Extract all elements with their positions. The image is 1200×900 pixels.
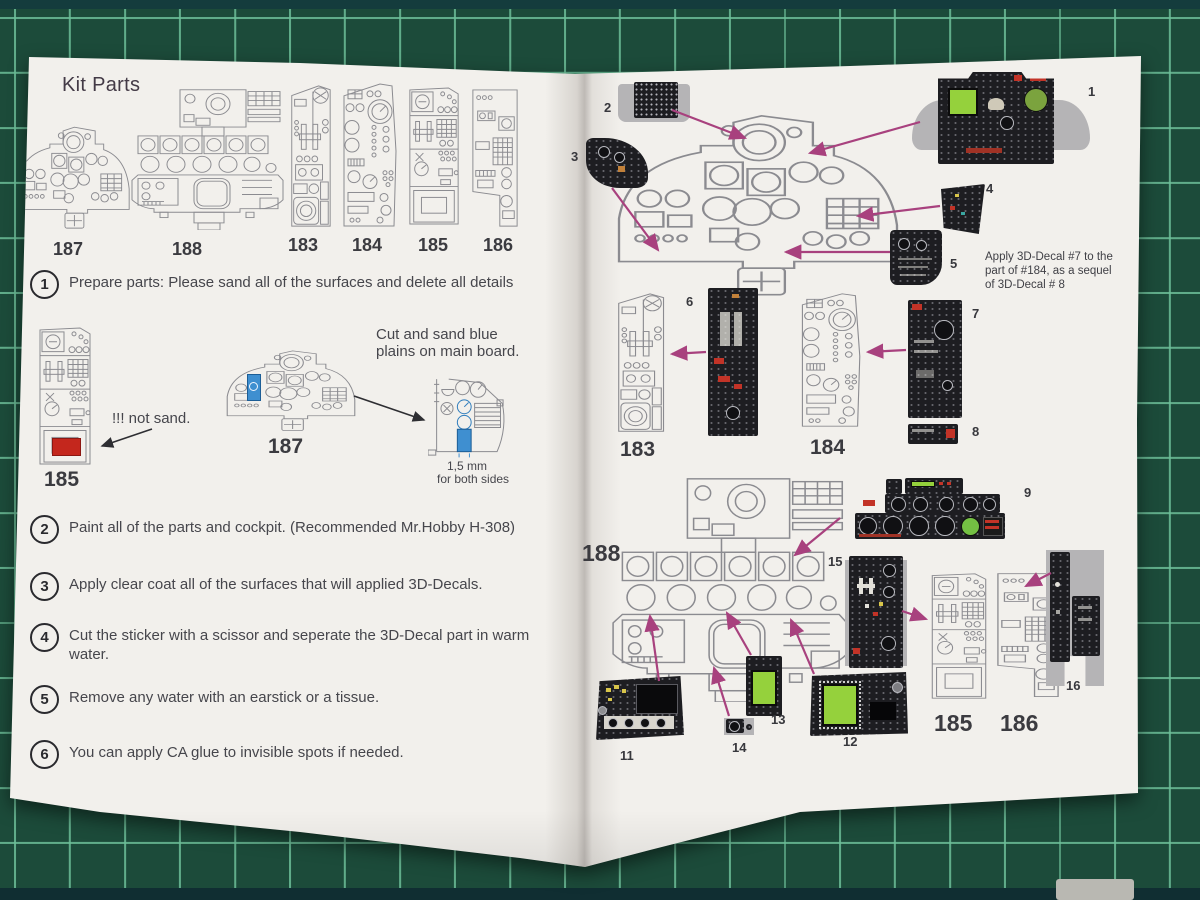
part-label-185-mid: 185 — [44, 468, 80, 491]
part-188-drawing — [130, 88, 285, 230]
instruction-step-6: 6 You can apply CA glue to invisible spo… — [30, 740, 540, 769]
step-number-badge: 5 — [30, 685, 59, 714]
decal-14-photo — [726, 719, 744, 733]
decal-label-4: 4 — [986, 181, 994, 196]
decal-15-photo — [849, 556, 903, 668]
decal-label-12: 12 — [843, 734, 858, 749]
instruction-step-4: 4 Cut the sticker with a scissor and sep… — [30, 623, 540, 664]
step-number-badge: 3 — [30, 572, 59, 601]
step-text: Remove any water with an earstick or a t… — [69, 689, 380, 706]
decal-2-photo — [634, 82, 678, 118]
decal-label-3: 3 — [571, 149, 579, 164]
part-183-right-drawing — [612, 292, 668, 435]
decal-7-note: Apply 3D-Decal #7 to the part of #184, a… — [985, 251, 1113, 291]
decal-label-16: 16 — [1066, 678, 1081, 693]
decal-14-knob — [746, 724, 752, 730]
part-185-drawing — [406, 86, 462, 226]
step-text: Apply clear coat all of the surfaces tha… — [69, 576, 483, 593]
decal-label-13: 13 — [771, 712, 786, 727]
blue-part-dial — [249, 382, 258, 391]
decal-label-5: 5 — [950, 256, 958, 271]
decal-5-photo — [890, 230, 942, 285]
decal-label-14: 14 — [732, 740, 747, 755]
page-title: Kit Parts — [62, 74, 141, 96]
cut-blue-annotation: Cut and sand blue plains on main board. — [376, 326, 520, 360]
decal-8-photo — [908, 424, 958, 444]
part-label-187-mid: 187 — [268, 435, 304, 458]
instruction-step-5: 5 Remove any water with an earstick or a… — [30, 685, 540, 714]
step-text: Paint all of the parts and cockpit. (Rec… — [69, 519, 516, 536]
part-186-drawing — [470, 88, 520, 230]
part-label-187: 187 — [53, 239, 84, 259]
decal-label-11: 11 — [620, 748, 634, 763]
part-187-drawing — [14, 116, 132, 230]
instruction-step-1: 1 Prepare parts: Please sand all of the … — [30, 270, 540, 299]
decal-label-6: 6 — [686, 294, 694, 309]
part-label-188-right: 188 — [582, 540, 621, 566]
decal-label-8: 8 — [972, 424, 980, 439]
part-label-185-right: 185 — [934, 710, 973, 736]
part-label-188: 188 — [172, 239, 203, 259]
mm-caption: for both sides — [437, 472, 510, 486]
decal-label-9: 9 — [1024, 485, 1032, 500]
main-panel-drawing — [612, 96, 904, 298]
decal-7-photo — [908, 300, 962, 418]
step-number-badge: 6 — [30, 740, 59, 769]
part-label-183-right: 183 — [620, 438, 656, 461]
decal-4-photo — [941, 184, 985, 234]
decal-16-photo-right — [1072, 596, 1100, 656]
decal-12-photo — [810, 672, 908, 736]
step-text: You can apply CA glue to invisible spots… — [69, 744, 404, 761]
desk-patch — [1056, 879, 1134, 900]
decal-13-photo — [746, 656, 782, 716]
part-184-drawing — [340, 82, 398, 228]
decal-label-1: 1 — [1088, 84, 1096, 99]
step-number-badge: 4 — [30, 623, 59, 652]
part-label-184: 184 — [352, 235, 383, 255]
decal-9-top — [905, 478, 963, 494]
decal-label-2: 2 — [604, 100, 612, 115]
part-label-184-right: 184 — [810, 436, 846, 459]
decal-6-photo — [708, 288, 758, 436]
part-label-186: 186 — [483, 235, 514, 255]
step-text: Cut the sticker with a scissor and seper… — [69, 627, 530, 663]
mat-top-edge — [0, 0, 1200, 9]
step-text: Prepare parts: Please sand all of the su… — [69, 274, 514, 291]
part-label-183: 183 — [288, 235, 319, 255]
part-label-186-right: 186 — [1000, 710, 1039, 736]
part-183-drawing — [286, 84, 334, 230]
detail-zoom-drawing — [428, 372, 510, 458]
decal-9-bottom — [855, 513, 1005, 539]
part-187-mid-drawing — [224, 342, 358, 432]
part-188-right-drawing — [610, 476, 850, 702]
decal-9-mid — [863, 494, 1000, 513]
step-number-badge: 1 — [30, 270, 59, 299]
decal-label-15: 15 — [828, 554, 843, 569]
mat-bottom-edge — [0, 888, 1200, 900]
part-185-right-drawing — [928, 572, 990, 700]
part-label-185: 185 — [418, 235, 449, 255]
decal-9-knobs — [886, 479, 902, 494]
decal-1-photo — [938, 72, 1054, 164]
step-number-badge: 2 — [30, 515, 59, 544]
part-184-right-drawing — [798, 292, 862, 428]
not-sand-red-area — [52, 438, 81, 456]
decal-16-photo-left — [1050, 552, 1070, 662]
instruction-step-3: 3 Apply clear coat all of the surfaces t… — [30, 572, 540, 601]
decal-11-photo — [596, 676, 684, 740]
instruction-step-2: 2 Paint all of the parts and cockpit. (R… — [30, 515, 540, 544]
decal-label-7: 7 — [972, 306, 980, 321]
not-sand-annotation: !!! not sand. — [112, 410, 191, 427]
decal-1-wing-right — [1050, 100, 1090, 150]
mm-value: 1,5 mm — [447, 459, 488, 473]
